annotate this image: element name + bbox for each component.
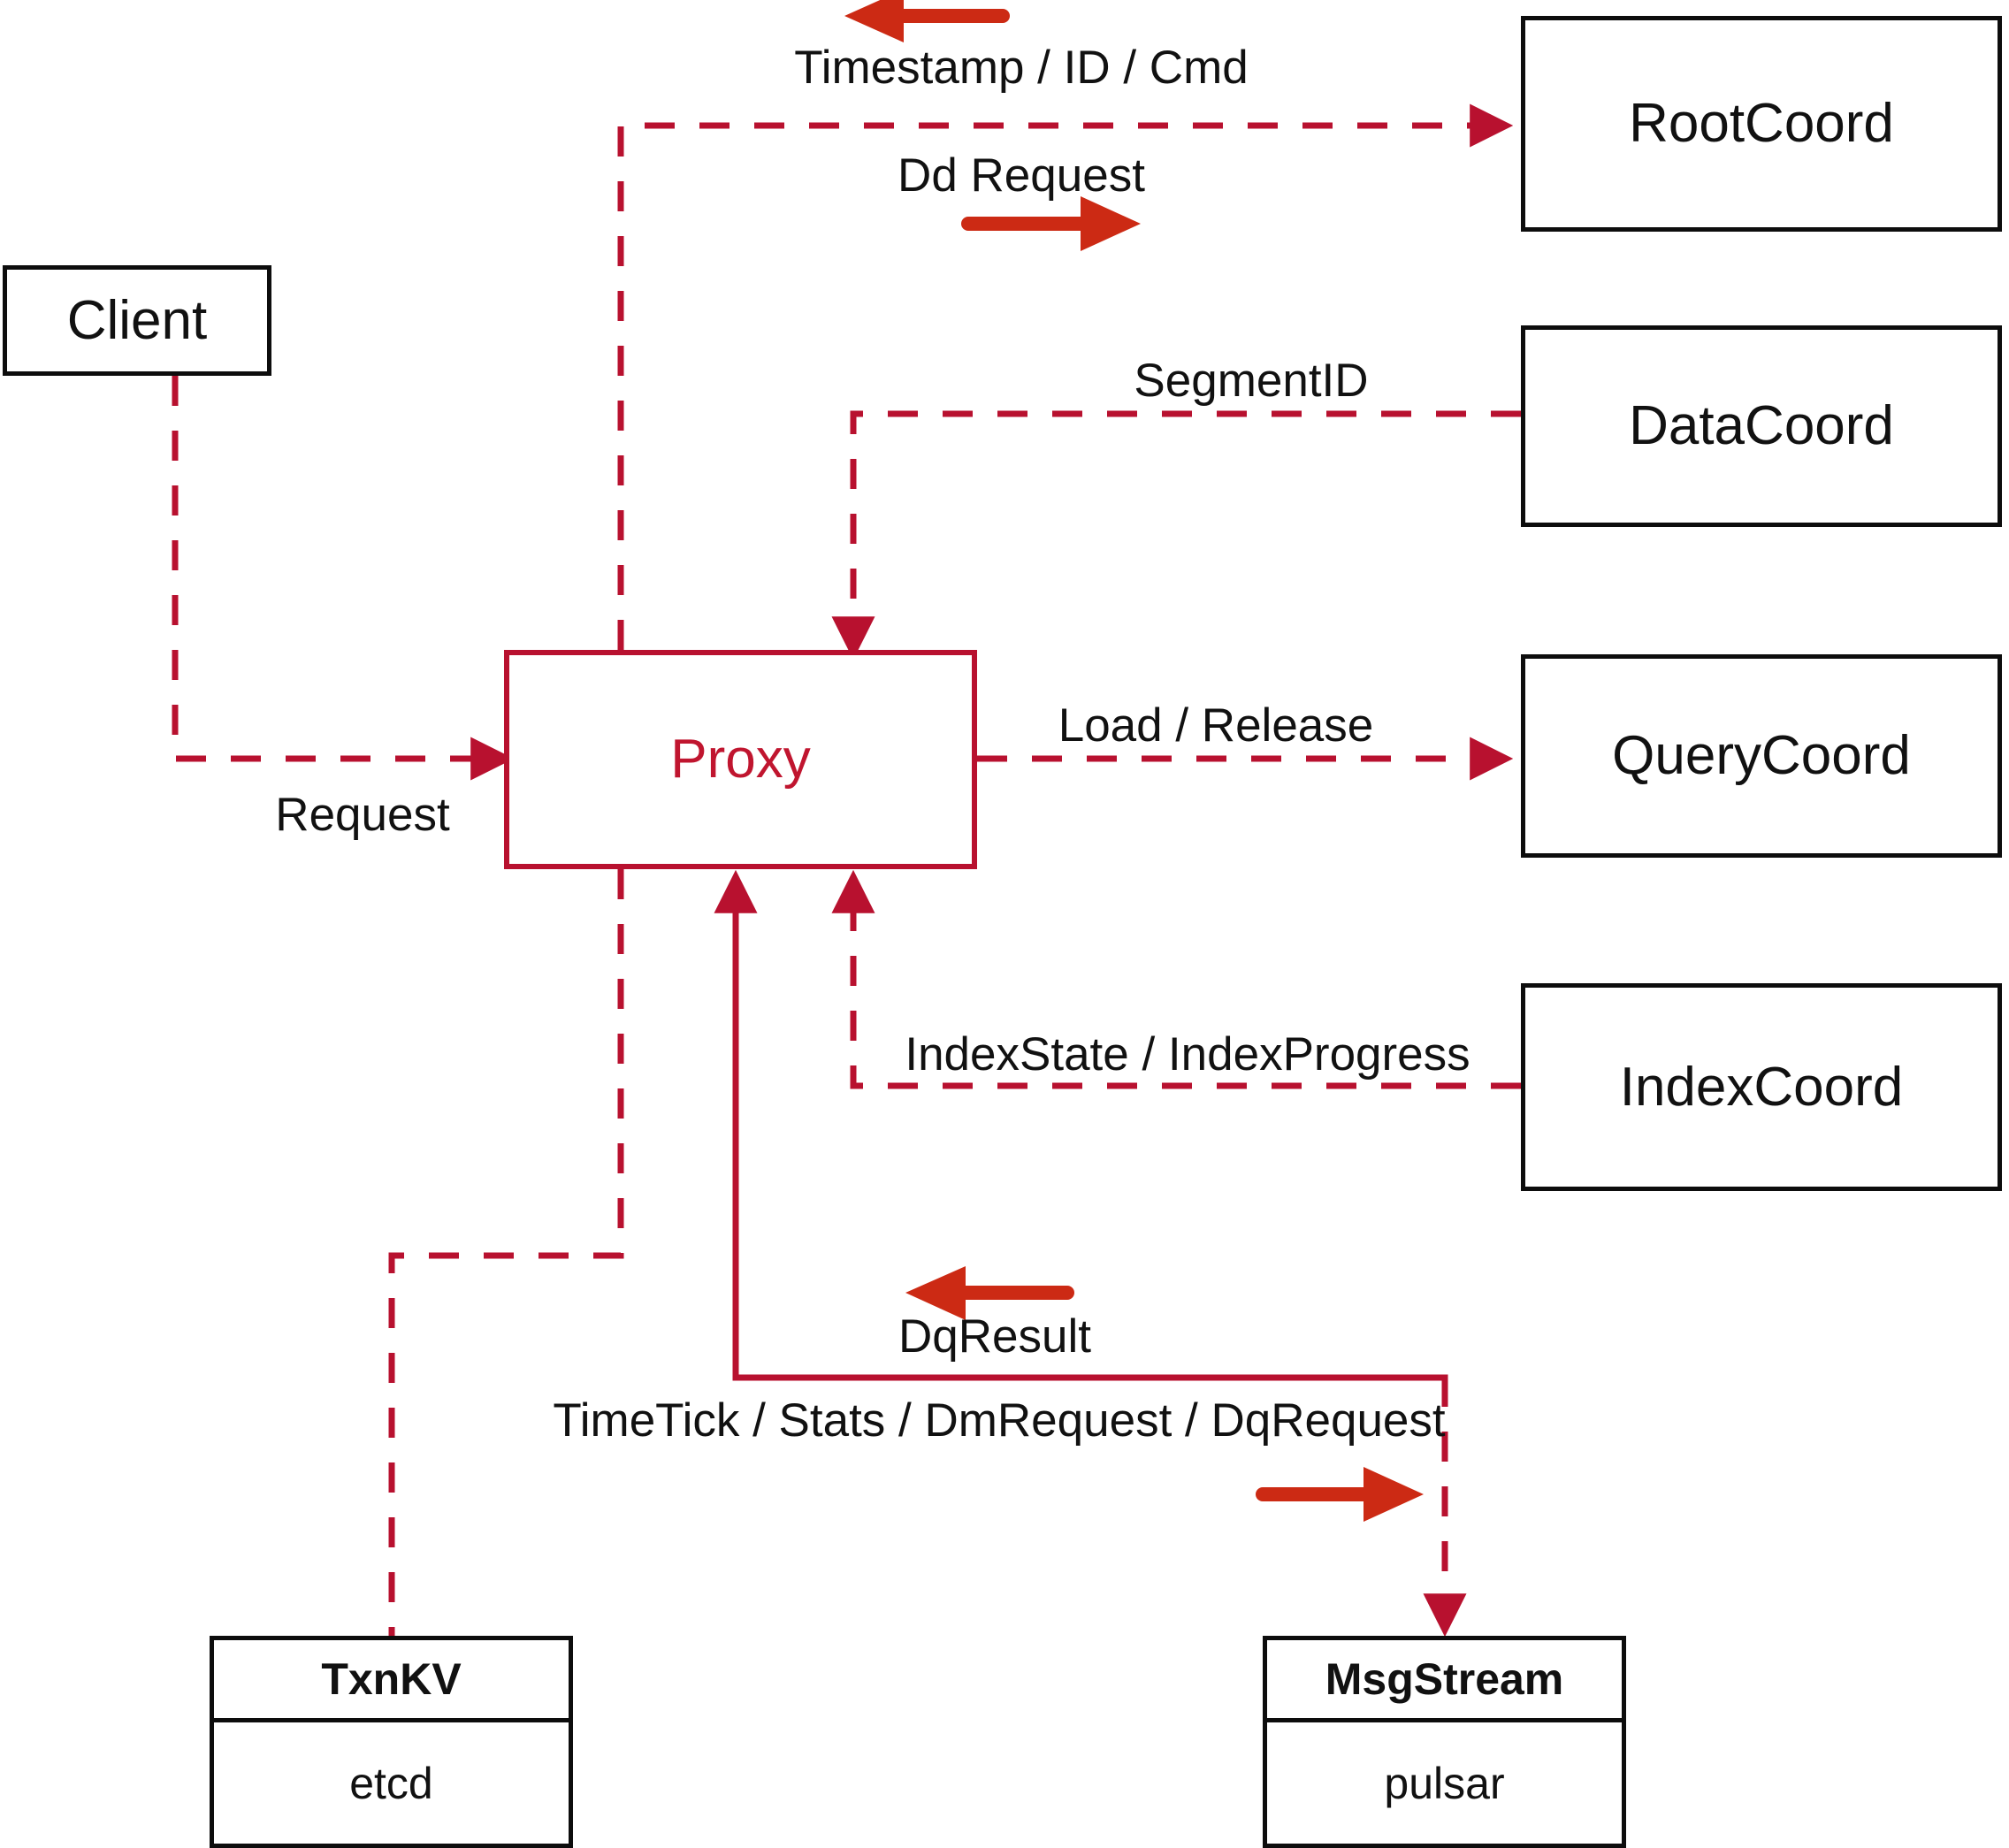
node-proxy-label: Proxy [670, 729, 811, 790]
edge-label-request: Request [275, 789, 450, 841]
node-txnkv-body: etcd [214, 1722, 569, 1844]
node-indexcoord[interactable]: IndexCoord [1521, 983, 2002, 1191]
edge-label-index-state: IndexState / IndexProgress [905, 1028, 1470, 1081]
node-client-label: Client [66, 289, 208, 351]
node-msgstream-body-label: pulsar [1384, 1758, 1505, 1808]
node-txnkv[interactable]: TxnKV etcd [210, 1636, 573, 1848]
wire-client-proxy [172, 376, 515, 781]
edge-label-timetick-stats: TimeTick / Stats / DmRequest / DqRequest [553, 1394, 1446, 1447]
wire-msgstream-proxy [714, 869, 1445, 1381]
node-datacoord-label: DataCoord [1629, 395, 1894, 456]
node-proxy[interactable]: Proxy [504, 650, 977, 869]
edge-label-timestamp-id-cmd: Timestamp / ID / Cmd [794, 42, 1249, 94]
wire-proxy-msgstream [732, 880, 1467, 1638]
wire-proxy-txnkv [388, 869, 624, 1636]
node-msgstream-header-label: MsgStream [1325, 1654, 1564, 1704]
node-msgstream[interactable]: MsgStream pulsar [1263, 1636, 1626, 1848]
emphasis-arrow-dd-request [961, 196, 1141, 251]
emphasis-arrow-timetick [1256, 1467, 1424, 1522]
node-querycoord[interactable]: QueryCoord [1521, 654, 2002, 858]
emphasis-arrow-timestamp [844, 0, 1010, 42]
node-rootcoord-label: RootCoord [1629, 93, 1894, 154]
wire-proxy-rootcoord [617, 103, 1514, 650]
edge-label-load-release: Load / Release [1058, 699, 1374, 752]
edge-label-segment-id: SegmentID [1134, 355, 1369, 407]
edge-label-dq-result: DqResult [898, 1310, 1091, 1363]
node-txnkv-body-label: etcd [349, 1758, 433, 1808]
node-indexcoord-label: IndexCoord [1619, 1056, 1904, 1118]
node-msgstream-header: MsgStream [1267, 1640, 1622, 1722]
edge-label-dd-request: Dd Request [898, 149, 1145, 202]
node-msgstream-body: pulsar [1267, 1722, 1622, 1844]
wire-indexcoord-proxy [831, 869, 1521, 1089]
node-querycoord-label: QueryCoord [1612, 725, 1911, 786]
node-txnkv-header: TxnKV [214, 1640, 569, 1722]
node-rootcoord[interactable]: RootCoord [1521, 16, 2002, 232]
node-datacoord[interactable]: DataCoord [1521, 325, 2002, 527]
node-client[interactable]: Client [3, 265, 271, 376]
node-txnkv-header-label: TxnKV [321, 1654, 462, 1704]
emphasis-arrow-dq-result [905, 1266, 1074, 1320]
wire-datacoord-proxy [831, 410, 1521, 661]
